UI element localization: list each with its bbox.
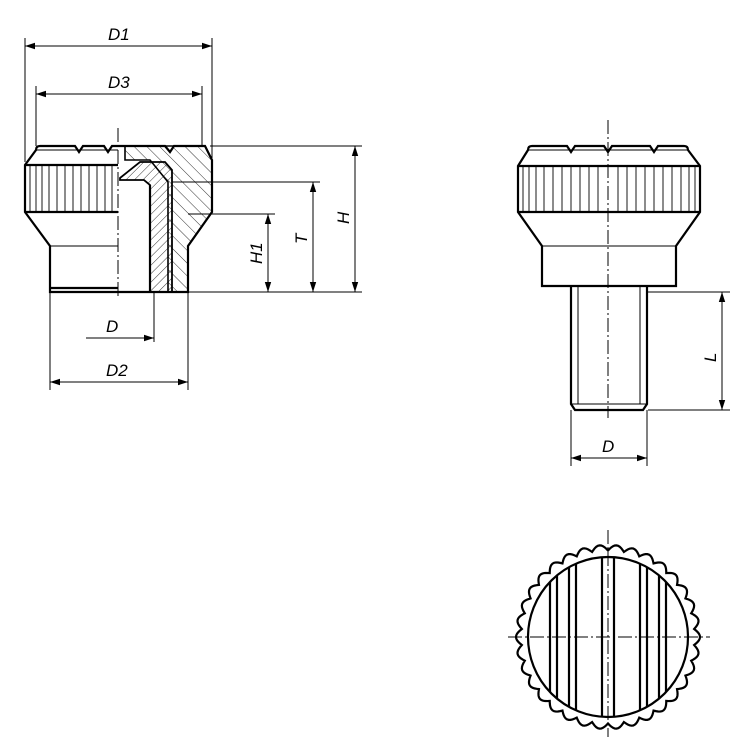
- face-view: [508, 530, 710, 737]
- label-d2: D2: [106, 361, 128, 380]
- label-h: H: [334, 211, 353, 224]
- label-d1: D1: [108, 25, 130, 44]
- label-d3: D3: [108, 73, 130, 92]
- side-view: L D: [516, 120, 730, 466]
- knurl-ribs-side: [522, 167, 696, 211]
- label-d: D: [106, 317, 118, 336]
- label-t: T: [292, 232, 311, 244]
- knurl-ribs-left: [29, 166, 113, 211]
- label-l: L: [701, 353, 720, 362]
- insert-section: [119, 161, 173, 293]
- label-h1: H1: [247, 242, 266, 264]
- side-outline: [516, 144, 702, 288]
- label-d-stud: D: [602, 437, 614, 456]
- section-view: D1 D3 D D2 H1 T H: [23, 25, 362, 390]
- threaded-stud: [569, 286, 649, 412]
